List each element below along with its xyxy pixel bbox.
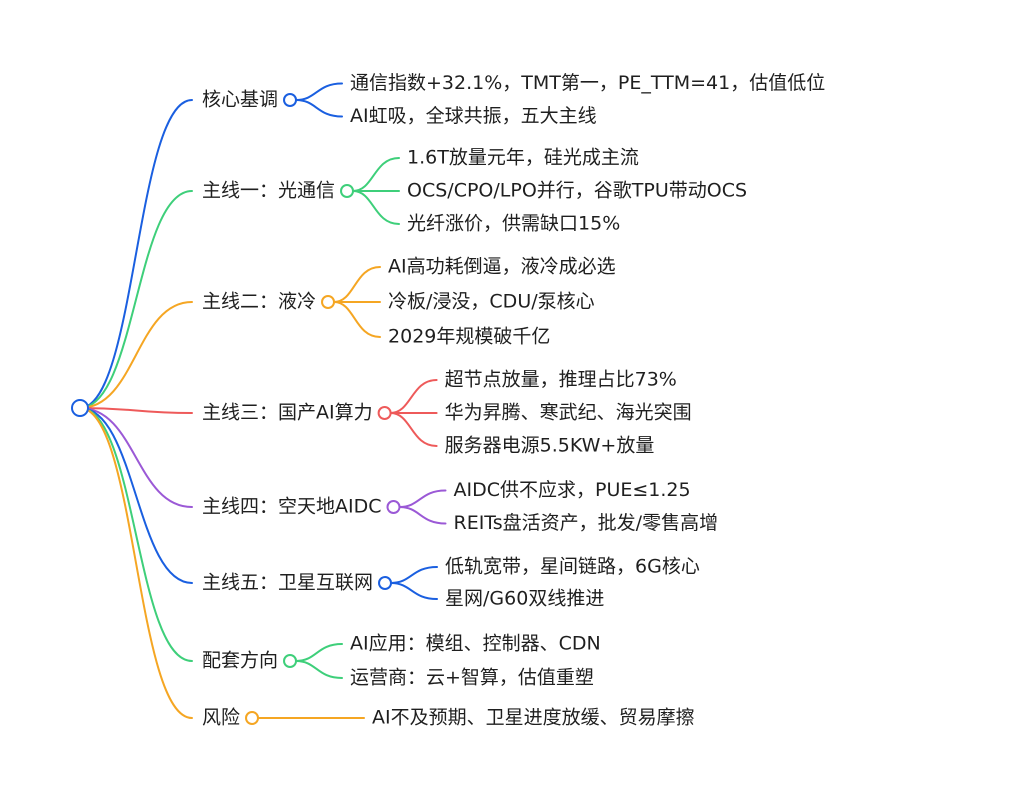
leaf-label: 低轨宽带，星间链路，6G核心 xyxy=(445,556,700,578)
branch-label: 主线四：空天地AIDC xyxy=(202,496,382,518)
leaf-label: 华为昇腾、寒武纪、海光突围 xyxy=(445,402,692,424)
leaf-label: 通信指数+32.1%，TMT第一，PE_TTM=41，估值低位 xyxy=(350,72,825,94)
branch-node xyxy=(377,406,392,420)
leaf-label: OCS/CPO/LPO并行，谷歌TPU带动OCS xyxy=(407,180,747,202)
leaf-label: 1.6T放量元年，硅光成主流 xyxy=(407,147,639,169)
connector-layer xyxy=(79,82,447,719)
branch-node xyxy=(283,93,298,107)
leaf-label: 超节点放量，推理占比73% xyxy=(445,369,677,391)
branch-label: 主线一：光通信 xyxy=(202,180,335,202)
leaf-label: AI不及预期、卫星进度放缓、贸易摩擦 xyxy=(372,707,695,729)
leaf-label: 运营商：云+智算，估值重塑 xyxy=(350,667,594,689)
branch-connector xyxy=(79,99,193,409)
leaf-connector xyxy=(295,99,344,118)
branch-node xyxy=(283,654,298,668)
leaf-label: 服务器电源5.5KW+放量 xyxy=(445,435,655,457)
leaf-connector xyxy=(352,190,401,225)
branch-label: 主线二：液冷 xyxy=(202,291,316,313)
branch-label: 主线五：卫星互联网 xyxy=(202,572,373,594)
leaf-connector xyxy=(390,566,439,584)
leaf-connector xyxy=(333,301,382,338)
leaf-connector xyxy=(295,643,344,662)
branch-connector xyxy=(79,301,193,409)
branch-connector xyxy=(79,407,193,414)
branch-label: 主线三：国产AI算力 xyxy=(202,402,373,424)
leaf-label: 星网/G60双线推进 xyxy=(445,588,604,610)
leaf-connector xyxy=(295,660,344,679)
branch-node xyxy=(386,500,401,514)
branch-connector xyxy=(79,190,193,409)
branch-node xyxy=(321,295,336,309)
leaf-label: 冷板/浸没，CDU/泵核心 xyxy=(388,291,595,313)
leaf-connector xyxy=(389,412,438,447)
branch-node xyxy=(340,184,355,198)
branch-connector xyxy=(79,407,193,719)
branch-connector xyxy=(79,407,193,662)
leaf-connector xyxy=(295,82,344,101)
node-layer: 核心基调 通信指数+32.1%，TMT第一，PE_TTM=41，估值低位 AI虹吸，… xyxy=(202,72,825,729)
leaf-connector xyxy=(352,157,401,192)
leaf-label: 光纤涨价，供需缺口15% xyxy=(407,213,620,235)
leaf-label: AI高功耗倒逼，液冷成必选 xyxy=(388,256,616,278)
branch-node xyxy=(245,711,260,725)
leaf-connector xyxy=(390,582,439,600)
leaf-connector xyxy=(389,379,438,414)
leaf-label: AI应用：模组、控制器、CDN xyxy=(350,633,601,655)
branch-label: 核心基调 xyxy=(202,89,278,111)
branch-label: 风险 xyxy=(202,707,240,729)
branch-node xyxy=(378,576,393,590)
leaf-label: AI虹吸，全球共振，五大主线 xyxy=(350,105,597,127)
leaf-label: AIDC供不应求，PUE≤1.25 xyxy=(454,479,691,501)
branch-label: 配套方向 xyxy=(202,650,278,672)
leaf-connector xyxy=(398,506,447,525)
root-node xyxy=(71,399,89,417)
leaf-connector xyxy=(333,266,382,303)
leaf-connector xyxy=(398,489,447,508)
leaf-label: REITs盘活资产，批发/零售高增 xyxy=(454,512,719,534)
branch-connector xyxy=(79,407,193,584)
leaf-label: 2029年规模破千亿 xyxy=(388,326,550,348)
branch-connector xyxy=(79,407,193,508)
